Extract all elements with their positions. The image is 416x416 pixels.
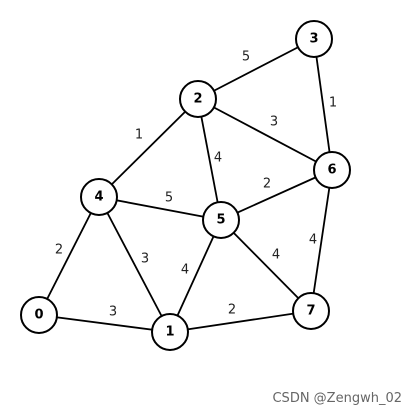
node-circle-7 [292,292,330,330]
edges-layer [38,38,333,333]
edge-weight-1-7: 2 [228,303,236,318]
node-circle-5 [202,201,240,239]
node-1: 1 [151,313,189,351]
node-7: 7 [292,292,330,330]
node-circle-2 [179,80,217,118]
node-label-1: 1 [165,325,174,340]
node-circle-3 [295,20,333,58]
edge-0-1 [38,314,171,333]
edge-1-7 [169,310,312,333]
node-label-3: 3 [309,32,318,47]
edge-weight-2-4: 1 [135,128,143,143]
node-3: 3 [295,20,333,58]
edge-weight-2-6: 3 [270,115,278,130]
edge-weight-3-6: 1 [329,96,337,111]
node-circle-0 [20,296,58,334]
edge-5-1 [169,219,222,333]
edge-weight-5-7: 4 [272,248,280,263]
edge-5-7 [220,219,312,312]
node-5: 5 [202,201,240,239]
edge-4-0 [38,196,100,316]
node-label-6: 6 [327,163,336,178]
node-circle-6 [313,151,351,189]
node-circle-4 [80,178,118,216]
edge-weight-4-0: 2 [55,243,63,258]
edge-weights-layer: 5 1 1 3 4 5 2 2 3 4 4 4 3 2 [55,50,337,320]
edge-4-1 [98,196,171,333]
edge-6-5 [220,169,333,221]
node-0: 0 [20,296,58,334]
edge-weight-2-3: 5 [242,50,250,65]
node-4: 4 [80,178,118,216]
node-label-5: 5 [216,213,225,228]
nodes-layer: 0 1 2 3 4 5 6 7 [20,20,351,351]
edge-weight-5-1: 4 [181,263,189,278]
edge-weight-4-1: 3 [141,252,149,267]
edge-weight-4-5: 5 [165,191,173,206]
node-6: 6 [313,151,351,189]
edge-3-6 [313,38,333,171]
edge-2-6 [197,98,333,171]
node-label-4: 4 [94,190,103,205]
watermark-text: CSDN @Zengwh_02 [272,391,402,406]
node-label-7: 7 [306,304,315,319]
node-label-0: 0 [34,308,43,323]
edge-weight-2-5: 4 [214,151,222,166]
node-circle-1 [151,313,189,351]
edge-6-7 [310,169,333,312]
edge-2-5 [197,98,222,221]
node-label-2: 2 [193,92,202,107]
edge-4-5 [98,196,222,221]
node-2: 2 [179,80,217,118]
edge-weight-6-5: 2 [263,177,271,192]
edge-weight-0-1: 3 [109,305,117,320]
edge-2-4 [98,98,199,198]
edge-weight-6-7: 4 [309,233,317,248]
edge-2-3 [197,38,315,100]
